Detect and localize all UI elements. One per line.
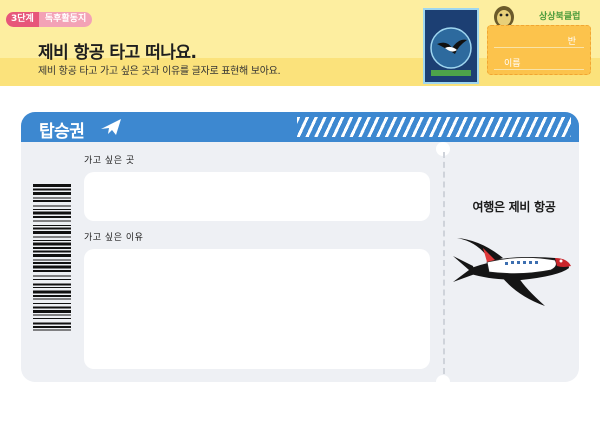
barcode-bar bbox=[33, 220, 71, 222]
barcode-bar bbox=[33, 326, 71, 328]
barcode-bar bbox=[33, 227, 71, 230]
barcode-bar bbox=[33, 247, 71, 249]
barcode-bar bbox=[33, 236, 71, 238]
barcode-bar bbox=[33, 275, 71, 277]
boarding-pass-label: 탑승권 bbox=[39, 122, 85, 142]
class-label: 반 bbox=[567, 37, 576, 47]
barcode-bar bbox=[33, 242, 71, 246]
barcode-bar bbox=[33, 184, 71, 187]
barcode-bar bbox=[33, 322, 71, 325]
stage-kind: 독후활동지 bbox=[38, 12, 93, 27]
barcode bbox=[33, 184, 71, 331]
name-field[interactable]: 이름 bbox=[494, 52, 584, 70]
barcode-bar bbox=[33, 279, 71, 280]
barcode-bar bbox=[33, 314, 71, 316]
question-reason-label: 가고 싶은 이유 bbox=[84, 233, 144, 243]
question-destination-label: 가고 싶은 곳 bbox=[84, 156, 135, 166]
airline-name: 여행은 제비 항공 bbox=[472, 200, 556, 214]
barcode-bar bbox=[33, 231, 71, 234]
perforation-line bbox=[443, 152, 445, 374]
barcode-bar bbox=[33, 290, 71, 294]
barcode-bar bbox=[33, 298, 71, 300]
barcode-bar bbox=[33, 209, 71, 210]
ticket-notch-bottom bbox=[436, 375, 450, 382]
barcode-bar bbox=[33, 259, 71, 261]
reason-answer-box[interactable] bbox=[84, 249, 430, 369]
barcode-bar bbox=[33, 262, 71, 264]
barcode-bar bbox=[33, 283, 71, 286]
ticket-notch-top bbox=[436, 142, 450, 156]
page-title: 제비 항공 타고 떠나요. bbox=[38, 43, 197, 63]
barcode-bar bbox=[33, 310, 71, 313]
boarding-pass: 탑승권 가고 싶은 곳 가고 싶은 이유 여행은 제비 항공 bbox=[21, 112, 579, 382]
barcode-bar bbox=[33, 250, 71, 253]
class-field[interactable]: 반 bbox=[494, 30, 584, 48]
header-stripes bbox=[297, 117, 571, 137]
barcode-bar bbox=[33, 205, 71, 207]
book-cover-art bbox=[425, 10, 477, 82]
barcode-bar bbox=[33, 306, 71, 309]
barcode-bar bbox=[33, 240, 71, 241]
name-label: 이름 bbox=[504, 59, 521, 69]
stage-badge: 3단계 독후활동지 bbox=[6, 12, 93, 27]
page-subtitle: 제비 항공 타고 가고 싶은 곳과 이유를 글자로 표현해 보아요. bbox=[38, 66, 281, 77]
barcode-bar bbox=[33, 197, 71, 199]
stage-level: 3단계 bbox=[6, 12, 39, 27]
barcode-bar bbox=[33, 254, 71, 257]
barcode-bar bbox=[33, 225, 71, 226]
barcode-bar bbox=[33, 295, 71, 297]
barcode-bar bbox=[33, 211, 71, 215]
swallow-airplane-illustration bbox=[453, 238, 571, 306]
barcode-bar bbox=[33, 265, 71, 269]
barcode-bar bbox=[33, 188, 71, 191]
barcode-bar bbox=[33, 270, 71, 272]
barcode-bar bbox=[33, 329, 71, 331]
boarding-pass-header: 탑승권 bbox=[21, 112, 579, 142]
barcode-bar bbox=[33, 303, 71, 304]
plane-icon bbox=[101, 119, 121, 135]
book-cover bbox=[423, 8, 479, 84]
destination-answer-box[interactable] bbox=[84, 172, 430, 221]
barcode-bar bbox=[33, 200, 71, 202]
mascot-icon bbox=[494, 6, 514, 28]
barcode-bar bbox=[33, 192, 71, 195]
name-card: 반 이름 bbox=[487, 25, 591, 75]
brand-logo-text: 상상북클럽 bbox=[539, 12, 581, 22]
barcode-bar bbox=[33, 318, 71, 319]
barcode-bar bbox=[33, 287, 71, 288]
barcode-bar bbox=[33, 216, 71, 218]
header-banner: 3단계 독후활동지 제비 항공 타고 떠나요. 제비 항공 타고 가고 싶은 곳… bbox=[0, 0, 600, 86]
